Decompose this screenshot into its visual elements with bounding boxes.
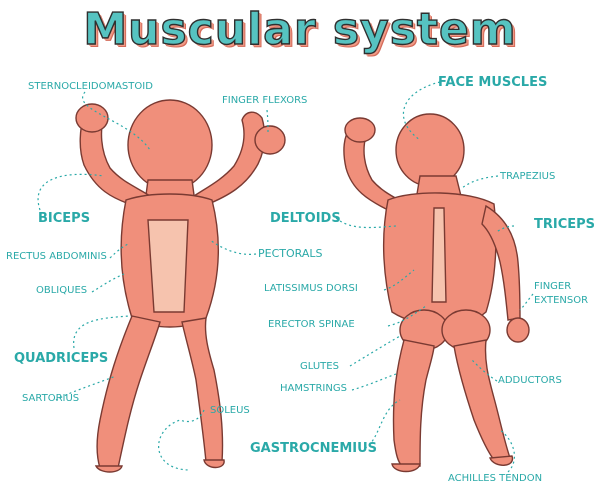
- page-title: Muscular system: [83, 3, 517, 55]
- leader-quadriceps: [73, 315, 131, 349]
- label-glutes: Glutes: [300, 361, 339, 372]
- front-figure: [75, 99, 286, 473]
- leader-biceps: [37, 173, 105, 211]
- back-left-fist: [344, 117, 376, 143]
- label-rectus-abdominis: Rectus abdominis: [6, 251, 107, 262]
- label-sternocleidomastoid: Sternocleidomastoid: [28, 81, 153, 92]
- leader-finger-flexors: [266, 109, 269, 133]
- label-hamstrings: Hamstrings: [280, 383, 347, 394]
- label-achilles-tendon: Achilles tendon: [448, 473, 543, 484]
- label-pectorals: Pectorals: [258, 247, 323, 260]
- leader-sternocleidomastoid: [82, 91, 151, 151]
- leader-hamstrings: [351, 373, 397, 391]
- leader-finger-extensor: [519, 293, 534, 311]
- leader-glutes: [349, 335, 401, 367]
- label-sartorius: Sartorius: [22, 393, 80, 404]
- label-deltoids: Deltoids: [270, 211, 341, 226]
- front-right-leg: [181, 317, 224, 463]
- label-obliques: Obliques: [36, 285, 88, 296]
- label-face-muscles: Face muscles: [438, 75, 548, 90]
- label-erector-spinae: Erector spinae: [268, 319, 355, 330]
- label-quadriceps: Quadriceps: [14, 351, 109, 366]
- label-trapezius: Trapezius: [500, 171, 556, 182]
- front-right-arm: [192, 111, 266, 206]
- label-finger-extensor-line2: extensor: [534, 295, 589, 306]
- label-adductors: Adductors: [498, 375, 562, 386]
- leader-adductors: [471, 359, 498, 382]
- back-head: [395, 113, 465, 187]
- front-abdominis: [147, 219, 189, 313]
- front-left-fist: [75, 103, 109, 133]
- back-figure: [343, 113, 530, 473]
- front-head: [127, 99, 213, 191]
- back-left-leg: [392, 339, 435, 467]
- front-left-foot: [94, 465, 123, 473]
- label-latissimus-dorsi: Latissimus dorsi: [264, 283, 358, 294]
- leader-face-muscles: [402, 81, 441, 141]
- back-right-leg: [453, 339, 511, 461]
- front-right-fist: [254, 125, 286, 155]
- label-finger-extensor-line1: Finger: [534, 281, 572, 292]
- front-left-leg: [96, 315, 161, 469]
- label-triceps: Triceps: [534, 217, 596, 232]
- label-soleus: Soleus: [210, 405, 250, 416]
- label-gastrocnemius: Gastrocnemius: [250, 441, 378, 456]
- leader-deltoids: [335, 217, 397, 229]
- front-right-foot: [203, 459, 225, 469]
- leader-trapezius: [461, 175, 499, 189]
- leader-triceps: [495, 225, 515, 233]
- leader-lines: [37, 81, 534, 473]
- label-finger-flexors: Finger flexors: [222, 95, 308, 106]
- leader-soleus: [158, 409, 205, 471]
- back-spine: [431, 207, 447, 303]
- back-right-hand: [506, 317, 530, 343]
- leader-obliques: [91, 273, 125, 293]
- back-left-foot: [391, 463, 421, 473]
- label-biceps: Biceps: [38, 211, 91, 226]
- back-right-foot: [488, 455, 514, 466]
- leader-rectus-abdominis: [109, 243, 129, 259]
